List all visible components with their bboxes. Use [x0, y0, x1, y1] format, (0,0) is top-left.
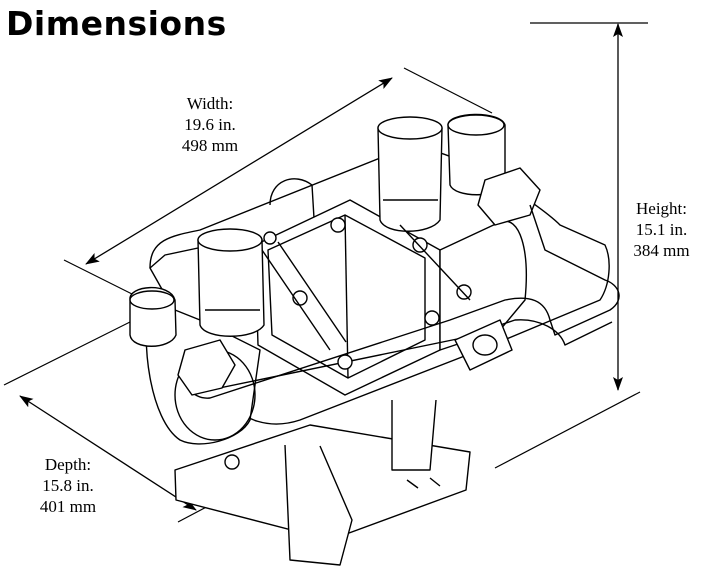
- height-label: Height: 15.1 in. 384 mm: [618, 198, 705, 261]
- pump-illustration: [129, 113, 620, 566]
- height-mm: 384 mm: [633, 241, 690, 260]
- width-caption: Width:: [186, 94, 234, 113]
- depth-inches: 15.8 in.: [42, 476, 94, 495]
- page-title: Dimensions: [6, 4, 227, 43]
- width-label: Width: 19.6 in. 498 mm: [150, 93, 270, 156]
- width-inches: 19.6 in.: [184, 115, 236, 134]
- height-inches: 15.1 in.: [635, 220, 688, 239]
- depth-label: Depth: 15.8 in. 401 mm: [18, 454, 118, 517]
- height-caption: Height:: [636, 199, 687, 218]
- depth-mm: 401 mm: [39, 497, 97, 516]
- depth-caption: Depth:: [44, 455, 92, 474]
- width-mm: 498 mm: [181, 136, 239, 155]
- width-arrow: [85, 77, 393, 265]
- depth-arrow: [19, 395, 197, 511]
- dimension-arrows: [19, 23, 623, 511]
